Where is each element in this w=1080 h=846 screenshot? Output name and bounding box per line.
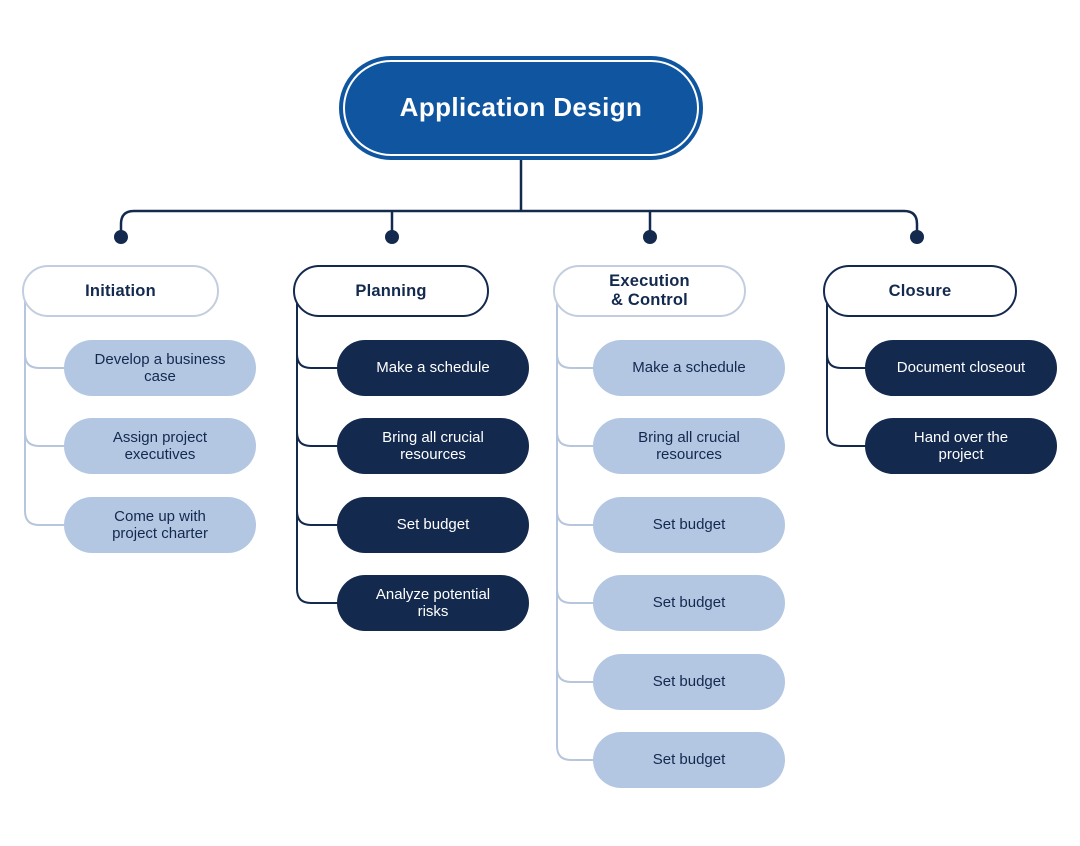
task-node[interactable]: Bring all crucial resources [337, 418, 529, 474]
task-node[interactable]: Assign project executives [64, 418, 256, 474]
initiation-branch-connector [24, 300, 66, 526]
branch-header-initiation[interactable]: Initiation [22, 265, 219, 317]
root-node-label: Application Design [399, 92, 643, 123]
task-node[interactable]: Set budget [593, 497, 785, 553]
main-rail-line [119, 209, 919, 237]
root-node[interactable]: Application Design [339, 56, 703, 160]
task-node[interactable]: Come up with project charter [64, 497, 256, 553]
branch-header-planning[interactable]: Planning [293, 265, 489, 317]
task-node[interactable]: Analyze potential risks [337, 575, 529, 631]
planning-branch-connector [296, 300, 339, 604]
task-node[interactable]: Set budget [593, 575, 785, 631]
branch-header-closure[interactable]: Closure [823, 265, 1017, 317]
closure-branch-connector [826, 300, 867, 447]
task-node[interactable]: Make a schedule [337, 340, 529, 396]
task-node[interactable]: Set budget [593, 654, 785, 710]
task-node[interactable]: Hand over the project [865, 418, 1057, 474]
branch-header-execution-control[interactable]: Execution & Control [553, 265, 746, 317]
branch-dot [385, 230, 399, 244]
branch-dot [910, 230, 924, 244]
task-node[interactable]: Set budget [337, 497, 529, 553]
task-node[interactable]: Develop a business case [64, 340, 256, 396]
task-node[interactable]: Make a schedule [593, 340, 785, 396]
branch-dot [114, 230, 128, 244]
task-node[interactable]: Bring all crucial resources [593, 418, 785, 474]
branch-dot [643, 230, 657, 244]
task-node[interactable]: Document closeout [865, 340, 1057, 396]
task-node[interactable]: Set budget [593, 732, 785, 788]
execution-branch-connector [556, 300, 595, 761]
